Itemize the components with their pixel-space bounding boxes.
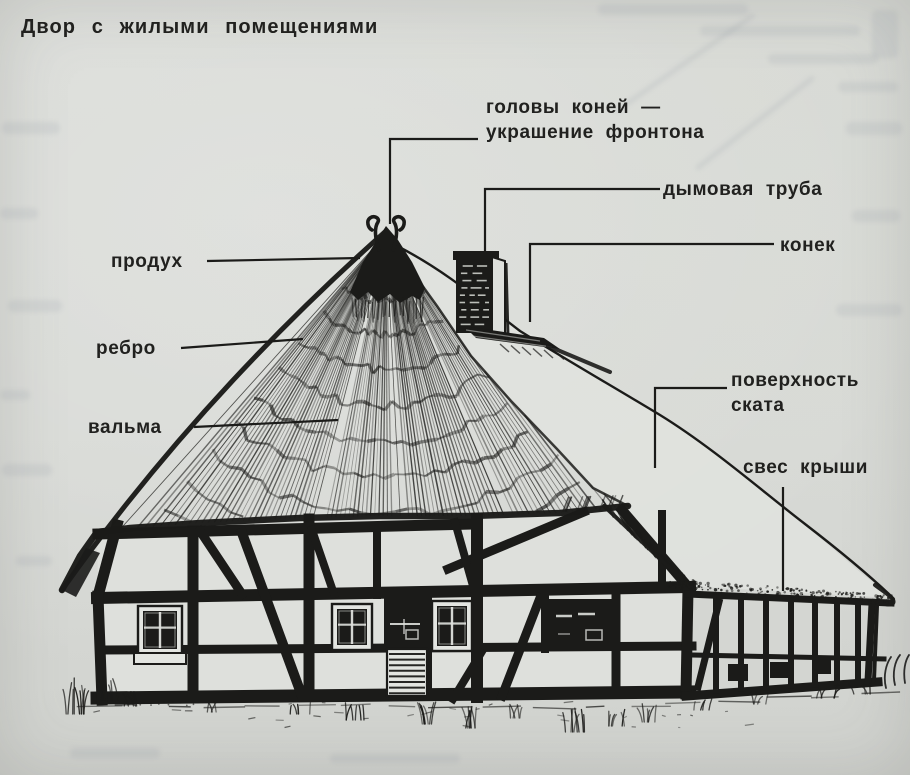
leader-gable-decoration	[388, 137, 478, 224]
label-gable-decoration-line1: головы коней —	[486, 97, 661, 118]
leader-vent	[206, 256, 361, 263]
label-hip: вальма	[88, 417, 162, 438]
bleed-mark	[852, 210, 900, 222]
bleed-mark	[0, 208, 38, 219]
bleed-mark	[2, 464, 52, 476]
label-slope: поверхность ската	[731, 368, 859, 418]
bleed-mark	[598, 4, 748, 15]
horse-heads-decoration	[366, 215, 406, 252]
leader-hip-edge	[180, 337, 304, 350]
gable-thatch-band	[561, 494, 694, 594]
bleed-mark	[70, 748, 160, 758]
chimney	[453, 251, 612, 374]
ground-vegetation	[62, 676, 901, 733]
roof-peak-cap	[350, 226, 425, 324]
leader-hip	[193, 418, 339, 429]
bleed-mark	[836, 304, 902, 316]
figure-title: Двор с жилыми помещениями	[21, 16, 379, 38]
eaves-stipple	[667, 578, 894, 605]
label-vent: продух	[111, 251, 183, 272]
label-slope-line2: ската	[731, 395, 785, 416]
bleed-mark	[2, 122, 60, 134]
leader-slope	[653, 386, 727, 468]
leader-chimney	[483, 187, 660, 251]
bleed-mark	[872, 10, 898, 58]
bleed-mark	[768, 54, 878, 64]
label-gable-decoration-line2: украшение фронтона	[486, 122, 705, 143]
bleed-mark	[0, 390, 30, 400]
label-chimney: дымовая труба	[663, 179, 823, 200]
gallery-wing	[681, 590, 895, 701]
label-gable-decoration: головы коней — украшение фронтона	[486, 95, 704, 145]
bleed-mark	[700, 26, 860, 36]
right-end-marks	[883, 654, 910, 689]
leader-ridge	[528, 242, 774, 322]
timber-frame-wall	[90, 502, 698, 706]
label-slope-line1: поверхность	[731, 370, 859, 391]
leader-lines	[180, 137, 785, 591]
roof-slope-surface	[399, 247, 893, 598]
label-eaves-overhang: свес крыши	[743, 457, 869, 478]
bleed-mark	[846, 122, 902, 135]
bleed-mark	[330, 754, 460, 763]
label-hip-edge: ребро	[96, 338, 156, 359]
bleed-mark	[16, 556, 52, 566]
bleed-mark	[8, 300, 62, 312]
bleed-mark	[838, 82, 898, 92]
label-ridge: конек	[780, 235, 836, 256]
